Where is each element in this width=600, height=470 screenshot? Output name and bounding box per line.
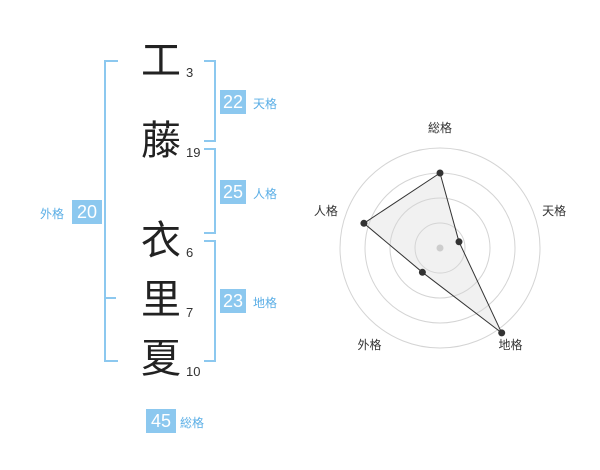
radar-axis-label-4: 外格 (357, 337, 381, 352)
name-char-4: 里 (141, 277, 181, 323)
radar-point-5 (360, 219, 368, 227)
soukaku-badge: 45 (146, 409, 176, 433)
gaikaku-bracket (104, 60, 118, 362)
radar-point-1 (436, 169, 444, 177)
stroke-count-5: 10 (186, 364, 201, 379)
gaikaku-label: 外格 (40, 207, 65, 221)
radar-value-polygon (363, 172, 503, 334)
radar-axis-label-5: 人格 (314, 203, 338, 218)
tenkaku-bracket (204, 60, 216, 142)
stroke-count-3: 6 (186, 245, 194, 260)
radar-axis-label-3: 地格 (498, 337, 522, 352)
stroke-count-1: 3 (186, 65, 194, 80)
radar-grid-ring-4 (339, 147, 541, 349)
radar-point-2 (455, 238, 463, 246)
gaikaku-bracket-tick (104, 297, 116, 299)
gaikaku-badge: 20 (72, 200, 102, 224)
stroke-count-2: 19 (186, 145, 201, 160)
radar-center-point (436, 244, 444, 252)
stroke-count-4: 7 (186, 305, 194, 320)
tenkaku-label: 天格 (253, 97, 278, 111)
name-char-2: 藤 (141, 118, 181, 164)
jinkaku-badge: 25 (220, 180, 246, 204)
name-char-3: 衣 (141, 218, 181, 264)
jinkaku-bracket (204, 148, 216, 234)
radar-axis-label-1: 総格 (428, 120, 452, 135)
radar-axis-label-2: 天格 (542, 203, 566, 218)
radar-point-4 (418, 268, 426, 276)
name-char-5: 夏 (141, 336, 181, 382)
jinkaku-label: 人格 (253, 187, 278, 201)
tenkaku-badge: 22 (220, 90, 246, 114)
chikaku-label: 地格 (253, 296, 278, 310)
soukaku-label: 総格 (180, 416, 205, 430)
name-char-1: 工 (141, 38, 181, 84)
radar-point-3 (498, 329, 506, 337)
radar-grid-ring-2 (389, 197, 491, 299)
chikaku-badge: 23 (220, 289, 246, 313)
chikaku-bracket (204, 240, 216, 362)
radar-grid-ring-1 (414, 222, 466, 274)
